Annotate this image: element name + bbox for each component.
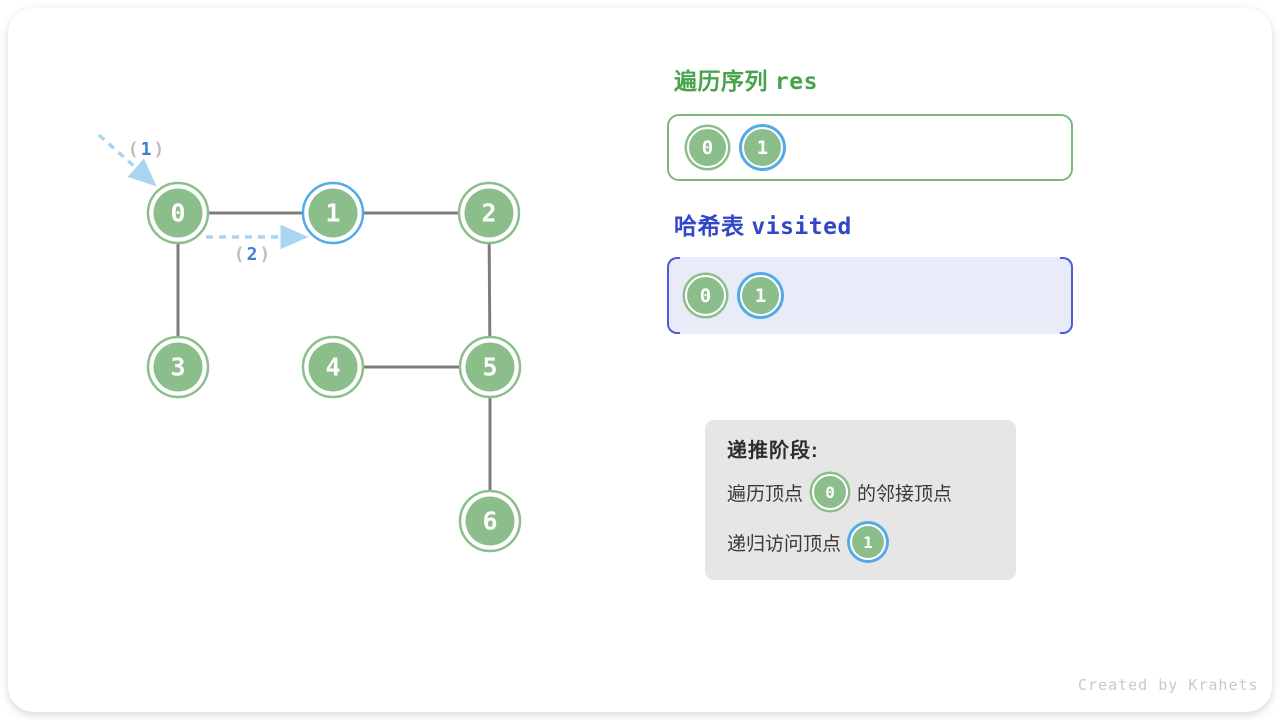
hashset-right-bracket (1060, 257, 1073, 334)
graph-node-0: 0 (146, 181, 210, 245)
graph-node-5: 5 (458, 335, 522, 399)
visited-panel-title: 哈希表 visited (674, 207, 852, 241)
res-panel-title: 遍历序列 res (674, 62, 818, 96)
seq-node-1: 1 (740, 275, 781, 316)
graph-node-2: 2 (457, 181, 521, 245)
seq-node-0: 0 (687, 127, 728, 168)
hashset-left-bracket (667, 257, 680, 334)
graph-node-1: 1 (301, 181, 365, 245)
graph-node-label-6: 6 (482, 507, 497, 536)
res-title-zh: 遍历序列 (674, 68, 768, 94)
graph-node-label-1: 1 (325, 199, 340, 228)
phase-row-1-pre: 遍历顶点 (727, 483, 804, 505)
graph-node-label-2: 2 (481, 199, 496, 228)
phase-title: 递推阶段: (727, 440, 819, 462)
credit-text: Created by Krahets (1078, 676, 1259, 694)
phase-row-2-node: 1 (850, 524, 887, 560)
step-label-1: (1) (128, 139, 167, 160)
phase-row-2: 递归访问顶点 1 (727, 521, 996, 563)
phase-row-2-pre: 递归访问顶点 (727, 533, 842, 555)
graph-node-4: 4 (301, 335, 365, 399)
phase-info-box: 递推阶段: 遍历顶点 0 的邻接顶点 递归访问顶点 1 (705, 420, 1016, 580)
step-label-2: (2) (234, 244, 273, 265)
graph-node-label-0: 0 (170, 199, 185, 228)
graph-node-label-4: 4 (325, 353, 340, 382)
phase-row-1: 遍历顶点 0 的邻接顶点 (727, 471, 996, 513)
visited-title-code: visited (751, 214, 852, 240)
seq-node-0: 0 (685, 275, 726, 316)
graph-node-3: 3 (146, 335, 210, 399)
graph-node-label-5: 5 (482, 353, 497, 382)
graph-node-label-3: 3 (170, 353, 185, 382)
phase-row-1-node: 0 (812, 474, 849, 510)
visited-title-zh: 哈希表 (674, 213, 745, 239)
phase-row-1-post: 的邻接顶点 (857, 483, 953, 505)
res-title-code: res (774, 69, 818, 95)
seq-node-1: 1 (742, 127, 783, 168)
graph-node-6: 6 (458, 489, 522, 553)
